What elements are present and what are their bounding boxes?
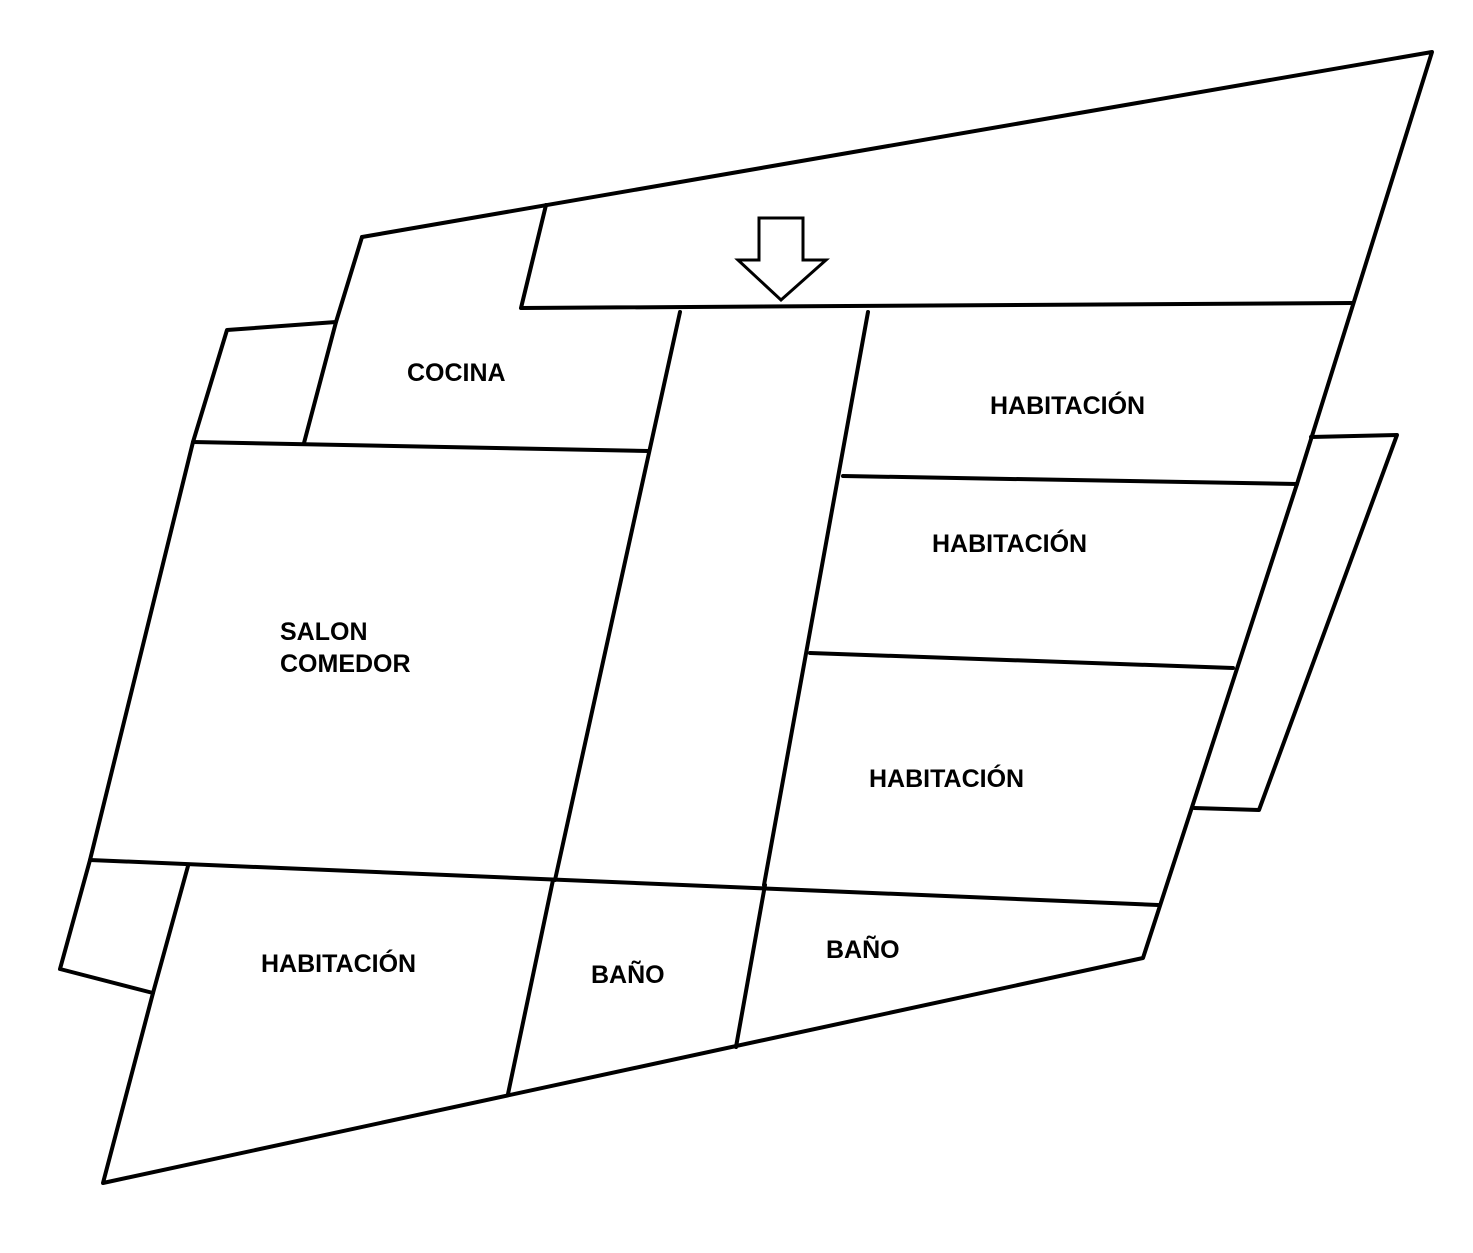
label-cocina: COCINA xyxy=(407,359,506,387)
outer-walls xyxy=(58,50,1434,1185)
balcony-wall xyxy=(1192,433,1399,812)
outer-wall-right-lower xyxy=(58,235,1299,1185)
label-habitacion-4: HABITACIÓN xyxy=(261,948,416,978)
entrance-arrow-icon xyxy=(734,216,830,303)
hallway-left-wall xyxy=(553,310,682,882)
bedroom-divider-1 xyxy=(841,474,1299,486)
label-bano-2: BAÑO xyxy=(826,934,900,964)
label-salon: SALON xyxy=(280,618,368,646)
label-habitacion-2: HABITACIÓN xyxy=(932,528,1087,558)
hallway-right-wall xyxy=(762,310,870,887)
bathroom-divider-wall xyxy=(734,883,767,1049)
terrace xyxy=(519,203,1355,310)
kitchen-left-wall xyxy=(302,320,338,445)
horizontal-wall-lower xyxy=(88,858,1160,907)
label-habitacion-3: HABITACIÓN xyxy=(869,763,1024,793)
outer-wall-top xyxy=(360,50,1434,486)
terrace-wall xyxy=(519,203,1355,310)
bathroom-1-left-wall xyxy=(506,878,555,1096)
bedroom-divider-2 xyxy=(808,651,1235,670)
label-habitacion-1: HABITACIÓN xyxy=(990,390,1145,420)
right-balcony xyxy=(1192,433,1399,812)
label-bano-1: BAÑO xyxy=(591,959,665,989)
side-nook-wall xyxy=(151,864,190,995)
interior-walls xyxy=(88,310,1299,1096)
kitchen-salon-wall xyxy=(191,440,650,453)
label-comedor: COMEDOR xyxy=(280,650,411,678)
